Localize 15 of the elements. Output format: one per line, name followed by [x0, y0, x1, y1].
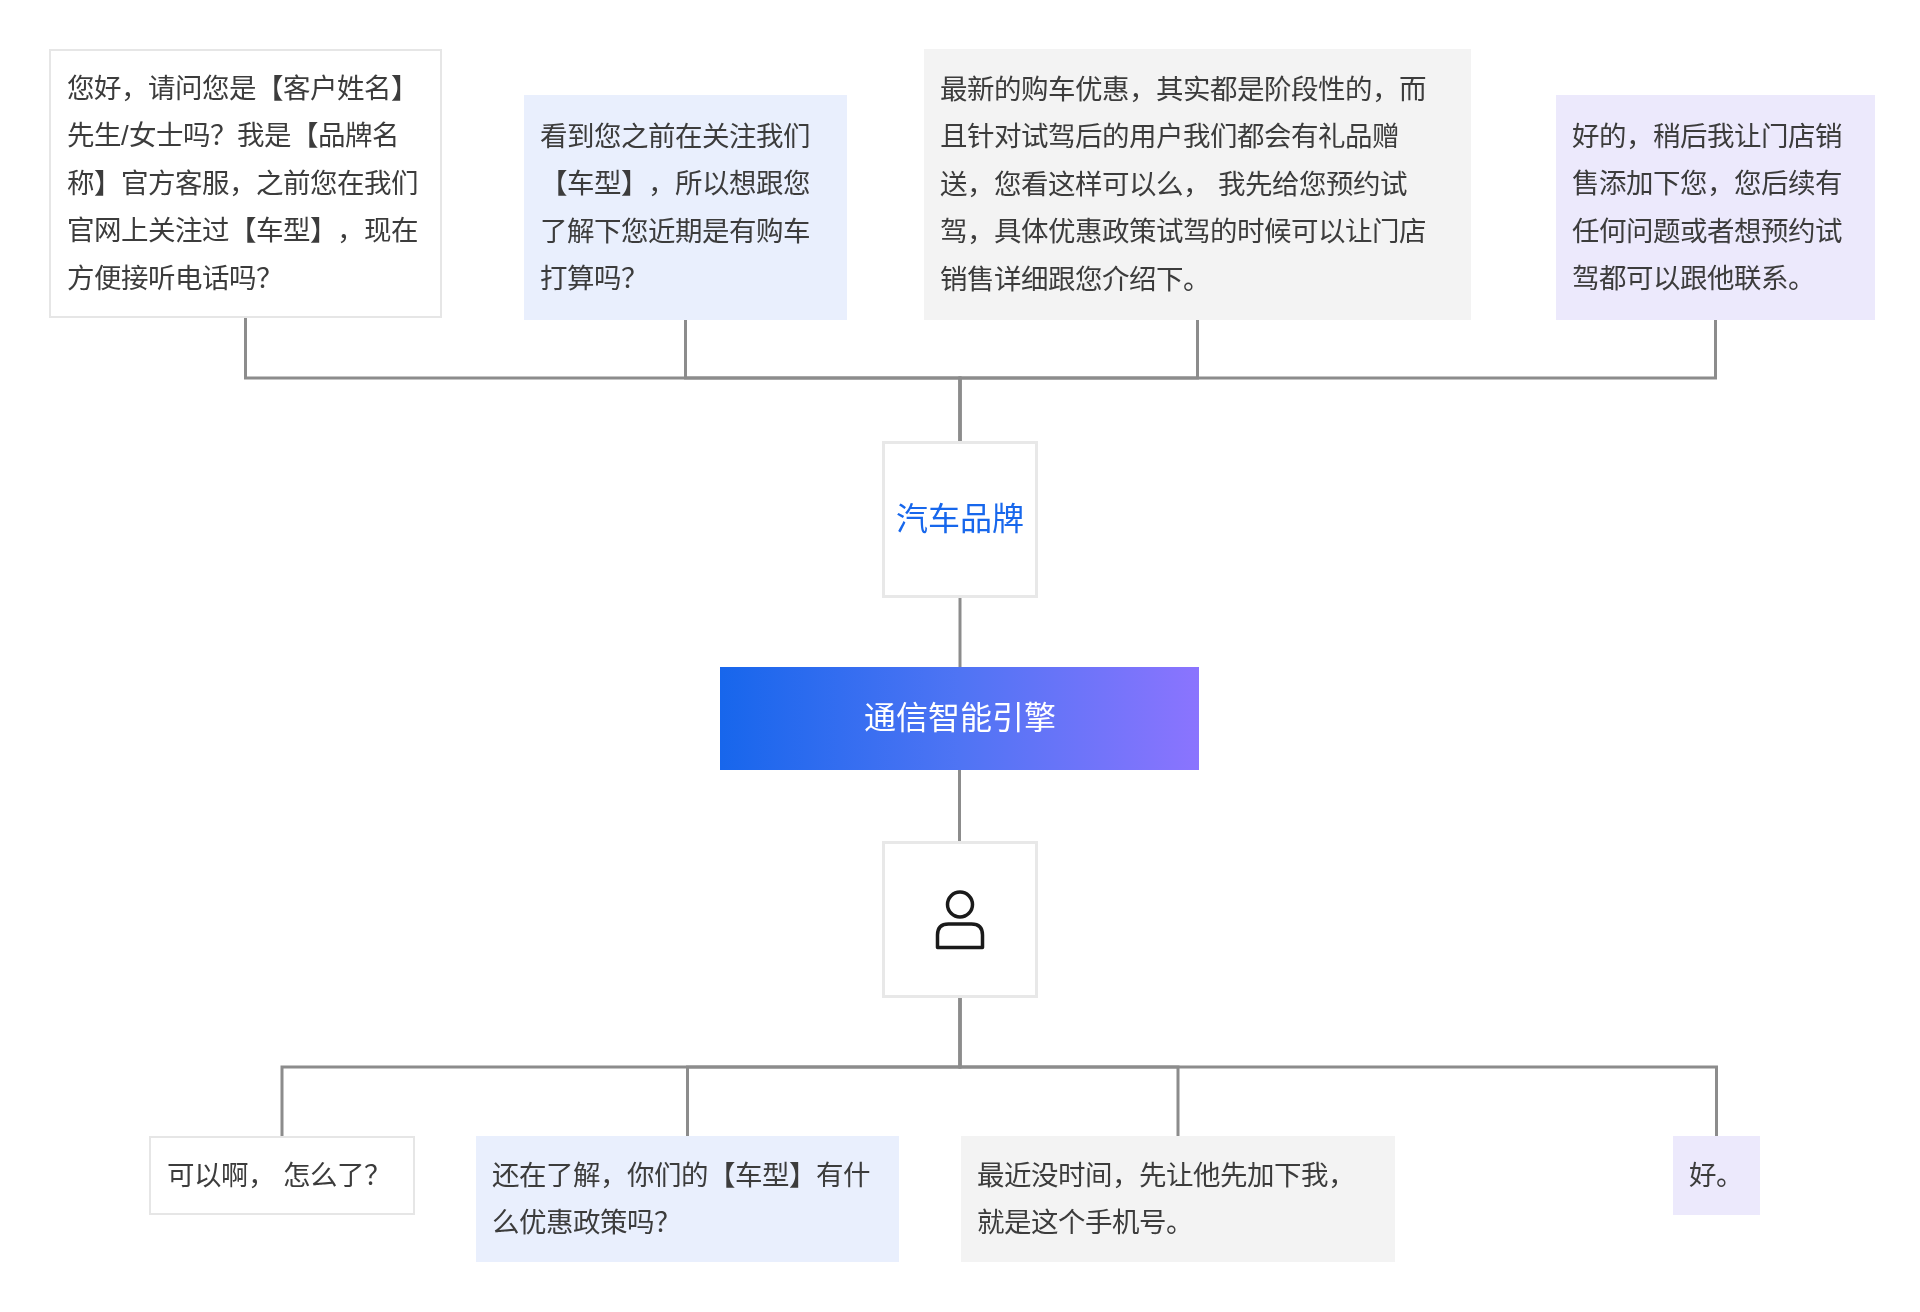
message-box: 好。: [1673, 1136, 1760, 1215]
message-box: 好的，稍后我让门店销售添加下您，您后续有任何问题或者想预约试驾都可以跟他联系。: [1556, 95, 1875, 320]
banner-box: 通信智能引擎: [720, 667, 1199, 770]
connector-line: [958, 598, 962, 667]
message-box: 最近没时间，先让他先加下我，就是这个手机号。: [961, 1136, 1395, 1262]
message-box: 看到您之前在关注我们【车型】，所以想跟您了解下您近期是有购车打算吗？: [524, 95, 847, 320]
connector-line: [958, 998, 1718, 1136]
message-box: 还在了解，你们的【车型】有什么优惠政策吗？: [476, 1136, 899, 1262]
message-box: 最新的购车优惠，其实都是阶段性的，而且针对试驾后的用户我们都会有礼品赠送，您看这样可以么， 我先给您预约试驾，具体优惠政策试驾的时候可以让门店销售详细跟您介绍下。: [924, 49, 1471, 320]
connector-line: [958, 770, 961, 841]
label-box: 汽车品牌: [882, 441, 1038, 598]
connector-line: [958, 320, 1717, 441]
message-box: 可以啊， 怎么了？: [149, 1136, 415, 1215]
avatar-box: [882, 841, 1038, 998]
message-box: 您好，请问您是【客户姓名】先生/女士吗？我是【品牌名称】官方客服，之前您在我们官网上关注过【车型】，现在方便接听电话吗？: [49, 49, 442, 318]
